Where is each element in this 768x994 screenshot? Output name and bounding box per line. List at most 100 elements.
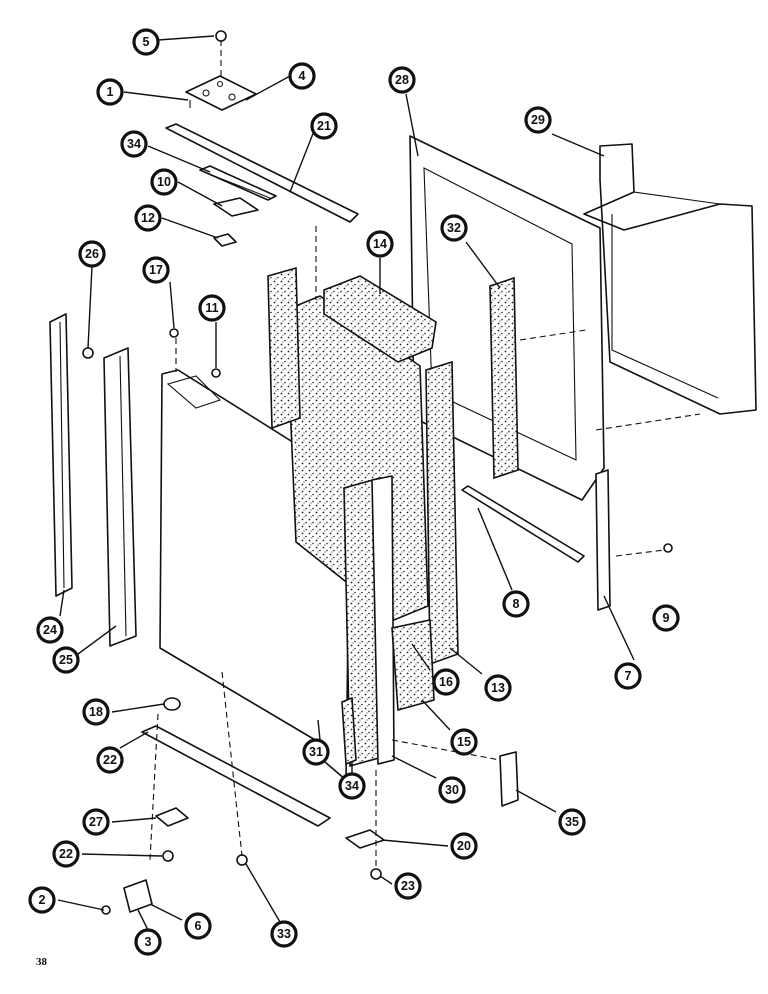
svg-text:3: 3 <box>145 935 152 949</box>
svg-text:9: 9 <box>663 611 670 625</box>
strip-32 <box>489 276 519 480</box>
bottom-hinge-20 <box>345 829 385 849</box>
screw-11 <box>211 368 221 378</box>
leader-lines <box>57 35 635 935</box>
callout-35: 35 <box>558 808 586 836</box>
svg-text:28: 28 <box>395 73 409 87</box>
callout-17: 17 <box>142 256 170 284</box>
svg-text:27: 27 <box>89 815 103 829</box>
svg-text:4: 4 <box>299 69 306 83</box>
callout-16: 16 <box>432 668 460 696</box>
svg-text:22: 22 <box>59 847 73 861</box>
svg-text:21: 21 <box>317 119 331 133</box>
svg-text:26: 26 <box>85 247 99 261</box>
callout-23: 23 <box>394 872 422 900</box>
top-trim-strip <box>165 123 359 223</box>
callout-4: 4 <box>288 62 316 90</box>
svg-text:6: 6 <box>195 919 202 933</box>
callout-7: 7 <box>614 662 642 690</box>
callout-6: 6 <box>184 912 212 940</box>
top-hinge <box>185 30 257 111</box>
right-vertical-rail <box>425 360 459 666</box>
svg-text:16: 16 <box>439 675 453 689</box>
svg-text:14: 14 <box>373 237 387 251</box>
callout-30: 30 <box>438 776 466 804</box>
svg-text:11: 11 <box>205 301 218 315</box>
callout-13: 13 <box>484 674 512 702</box>
callout-20: 20 <box>450 832 478 860</box>
page-number: 38 <box>36 956 47 968</box>
svg-text:35: 35 <box>565 815 579 829</box>
clip-10 <box>213 197 259 217</box>
callout-25: 25 <box>52 646 80 674</box>
svg-text:12: 12 <box>141 211 155 225</box>
svg-text:10: 10 <box>157 175 171 189</box>
callout-3: 3 <box>134 928 162 956</box>
bottom-hinge-6 <box>123 879 153 913</box>
outer-door-panel <box>583 143 757 415</box>
callout-15: 15 <box>450 728 478 756</box>
callout-31: 31 <box>302 738 330 766</box>
callout-12: 12 <box>134 204 162 232</box>
svg-text:25: 25 <box>59 653 73 667</box>
svg-text:33: 33 <box>277 927 291 941</box>
svg-text:8: 8 <box>513 597 520 611</box>
callout-10: 10 <box>150 168 178 196</box>
callout-14: 14 <box>366 230 394 258</box>
callout-27: 27 <box>82 808 110 836</box>
callout-33: 33 <box>270 920 298 948</box>
callout-8: 8 <box>502 590 530 618</box>
left-vertical-rail <box>267 266 301 430</box>
svg-text:17: 17 <box>149 263 163 277</box>
callout-5: 5 <box>132 28 160 56</box>
callout-11: 11 <box>198 294 226 322</box>
strip-8 <box>461 485 585 563</box>
callout-1: 1 <box>96 78 124 106</box>
lower-gasket-strip <box>341 696 357 766</box>
svg-text:18: 18 <box>89 705 103 719</box>
callout-34-bottom: 34 <box>338 772 366 800</box>
callout-22-upper: 22 <box>96 746 124 774</box>
callout-18: 18 <box>82 698 110 726</box>
svg-text:22: 22 <box>103 753 117 767</box>
svg-text:20: 20 <box>457 839 471 853</box>
callout-26: 26 <box>78 240 106 268</box>
screw-23 <box>370 868 382 880</box>
side-trim-24 <box>49 313 73 597</box>
svg-text:31: 31 <box>309 745 323 759</box>
clip-12 <box>213 233 237 247</box>
callout-22-lower: 22 <box>52 840 80 868</box>
svg-text:29: 29 <box>531 113 545 127</box>
screw-9 <box>663 543 673 553</box>
svg-text:34: 34 <box>127 137 141 151</box>
svg-text:1: 1 <box>107 85 114 99</box>
callout-24: 24 <box>36 616 64 644</box>
svg-text:7: 7 <box>625 669 632 683</box>
top-cross-rail <box>323 275 437 363</box>
callout-21: 21 <box>310 112 338 140</box>
top-gasket-strip <box>199 165 277 201</box>
svg-text:13: 13 <box>491 681 505 695</box>
screw-33 <box>236 854 248 866</box>
bracket-27 <box>155 807 189 827</box>
screw-26 <box>82 347 94 359</box>
bushing-18 <box>163 697 181 711</box>
bottom-rail <box>141 725 331 827</box>
svg-text:32: 32 <box>447 221 461 235</box>
callout-2: 2 <box>28 886 56 914</box>
callouts: 5 1 4 34 21 10 12 26 17 11 14 28 29 32 2… <box>28 28 680 956</box>
svg-text:15: 15 <box>457 735 471 749</box>
parts-drawing <box>49 30 757 915</box>
bottom-block <box>391 619 435 712</box>
callout-9: 9 <box>652 604 680 632</box>
angle-7 <box>595 469 611 611</box>
callout-34-top: 34 <box>120 130 148 158</box>
svg-text:34: 34 <box>345 779 359 793</box>
callout-32: 32 <box>440 214 468 242</box>
svg-text:2: 2 <box>39 893 46 907</box>
svg-text:30: 30 <box>445 783 459 797</box>
screw-22 <box>162 850 174 862</box>
bar-35 <box>499 751 519 807</box>
svg-text:5: 5 <box>143 35 150 49</box>
